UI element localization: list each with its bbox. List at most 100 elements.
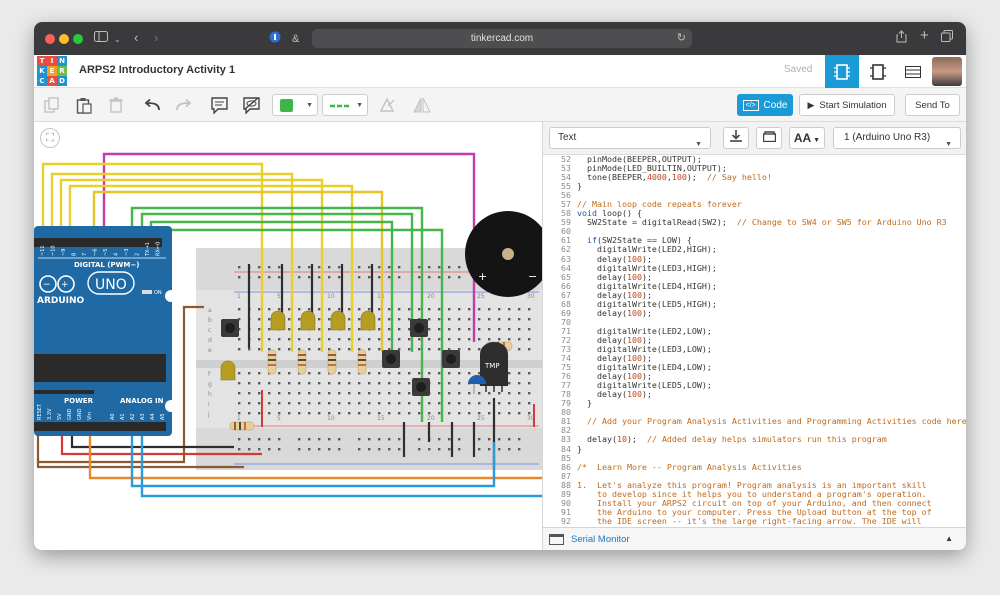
code-line-text: delay(100); [577,371,652,382]
ampersand-extension-icon[interactable]: & [292,33,300,45]
component-list-button[interactable] [896,55,930,88]
font-size-button[interactable]: AA ▼ [789,127,825,149]
arduino-pin-label: A3 [140,413,146,420]
arduino-pin-label: GND [77,408,83,420]
code-line-text: } [577,443,582,454]
wire-type-dropdown[interactable]: ▼ [322,94,368,116]
sidebar-icon[interactable] [94,30,108,46]
forward-icon[interactable]: › [154,30,159,45]
redo-icon[interactable] [174,95,194,115]
caret-up-icon[interactable]: ▲ [945,534,953,543]
reload-icon[interactable]: ↻ [676,32,686,44]
circuit-view-button[interactable] [825,55,859,88]
line-number: 90 [561,497,571,508]
code-line-text: delay(100); [577,253,652,264]
svg-text:−: − [43,280,51,290]
wire-color-dropdown[interactable]: ▼ [272,94,318,116]
breadboard-row-label: e [208,347,212,354]
code-line: 83 delay(10); // Added delay helps simul… [543,435,966,444]
line-number: 63 [561,253,571,264]
arduino-pin-label: Vin [87,412,93,420]
arduino-pin-label: A5 [160,413,166,420]
code-line: 81 // Add your Program Analysis Activiti… [543,417,966,426]
line-number: 70 [561,316,571,327]
rotate-icon[interactable] [377,95,397,115]
serial-monitor-label: Serial Monitor [571,534,630,545]
caret-down-icon: ▼ [356,102,363,109]
temperature-sensor: TMP [480,342,508,392]
code-line: 82 [543,426,966,435]
device-select[interactable]: 1 (Arduino Uno R3) ▼ [833,127,961,149]
code-mode-select[interactable]: Text ▼ [549,127,711,149]
serial-monitor-bar[interactable]: Serial Monitor ▲ [543,527,966,550]
code-line: 86/* Learn More -- Program Analysis Acti… [543,462,966,472]
send-to-button[interactable]: Send To [905,94,960,116]
save-status: Saved [784,64,813,75]
code-line: 77 digitalWrite(LED5,LOW); [543,381,966,390]
new-tab-icon[interactable]: + [920,27,929,44]
start-simulation-button[interactable]: ▶ Start Simulation [799,94,895,116]
paste-icon[interactable] [74,95,94,115]
code-line-text: delay(10); // Added delay helps simulato… [577,434,887,445]
download-code-button[interactable] [723,127,749,149]
code-line: 64 digitalWrite(LED3,HIGH); [543,263,966,273]
share-icon[interactable] [896,30,907,47]
library-button[interactable] [756,127,782,149]
code-line-text: digitalWrite(LED2,HIGH); [577,244,717,255]
line-number: 62 [561,244,571,255]
flip-icon[interactable] [412,95,432,115]
fullscreen-window-button[interactable] [73,34,83,44]
code-line-text: pinMode(BEEPER,OUTPUT); [577,155,702,164]
code-line-text: digitalWrite(LED5,HIGH); [577,298,717,309]
line-number: 85 [561,452,571,463]
code-line: 73 digitalWrite(LED3,LOW); [543,343,966,354]
zoom-to-fit-icon[interactable]: ⛶ [40,128,60,148]
caret-down-icon: ▼ [945,141,952,148]
close-window-button[interactable] [45,34,55,44]
arduino-pin-label: ~11 [40,245,46,256]
breadboard-column-label: 25 [477,415,485,422]
code-icon: </> [742,99,759,111]
line-number: 80 [561,407,571,418]
arduino-brand: ARDUINO [37,296,85,306]
device-value: 1 (Arduino Uno R3) [844,132,931,143]
design-title[interactable]: ARPS2 Introductory Activity 1 [79,64,236,76]
code-line: 72 delay(100); [543,335,966,345]
code-line-text: delay(100); [577,271,652,282]
code-text-area[interactable]: 52 pinMode(BEEPER,OUTPUT);53 pinMode(LED… [543,155,966,527]
breadboard-row-label: d [208,337,212,344]
address-bar[interactable]: tinkercad.com ↻ [312,29,692,48]
line-number: 73 [561,343,571,354]
arduino-pin-label: ~10 [51,245,57,256]
tab-overview-icon[interactable] [941,30,953,46]
line-number: 57 [561,199,571,210]
notes-icon[interactable] [209,95,229,115]
minimize-window-button[interactable] [59,34,69,44]
undo-icon[interactable] [142,95,162,115]
font-size-label: AA [793,131,812,145]
leds [220,310,376,381]
start-simulation-label: Start Simulation [819,99,887,111]
code-button[interactable]: </> Code [737,94,793,116]
arduino-pin-label: A0 [110,413,116,420]
breadboard-column-label: 30 [527,415,535,422]
chevron-down-icon[interactable]: ⌄ [114,35,121,44]
code-line: 78 delay(100); [543,390,966,399]
password-manager-icon[interactable] [269,31,281,47]
line-number: 68 [561,298,571,309]
back-icon[interactable]: ‹ [134,30,139,45]
arduino-pin-label: A1 [120,413,126,420]
user-avatar[interactable] [932,57,962,86]
svg-text:+: + [61,280,69,290]
copy-icon[interactable] [42,95,62,115]
delete-icon[interactable] [106,95,126,115]
code-line: 80 [543,408,966,417]
schematic-view-button[interactable] [861,55,895,88]
code-line-text: Install your ARPS2 circuit on top of you… [577,497,932,508]
svg-text:−: − [528,270,537,283]
hide-notes-icon[interactable] [241,95,261,115]
line-number: 81 [561,416,571,427]
